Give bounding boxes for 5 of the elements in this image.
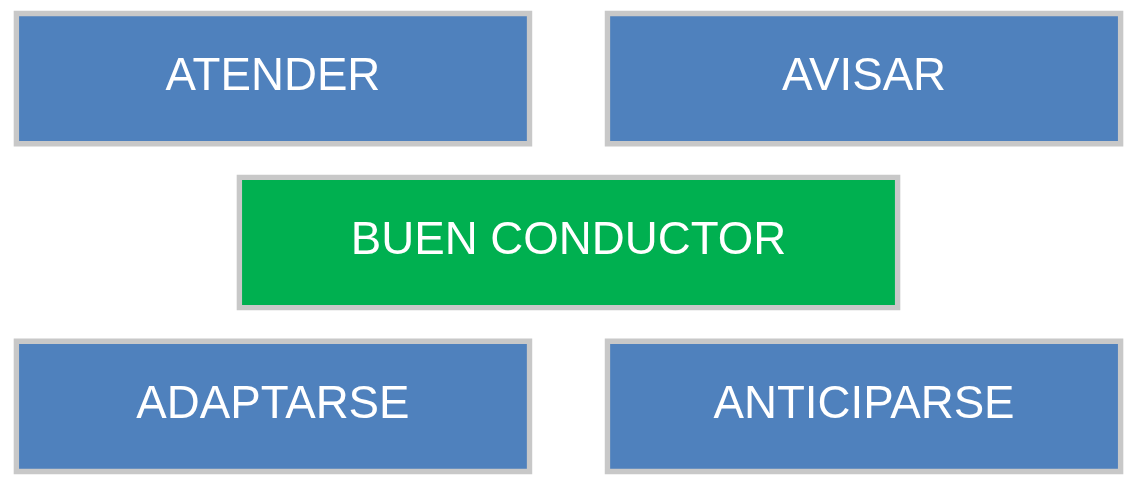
node-box: BUEN CONDUCTOR <box>236 174 901 311</box>
node-box: ANTICIPARSE <box>604 338 1124 475</box>
node-box: AVISAR <box>604 10 1124 147</box>
node-box: ATENDER <box>13 10 533 147</box>
node-box: ADAPTARSE <box>13 338 533 475</box>
